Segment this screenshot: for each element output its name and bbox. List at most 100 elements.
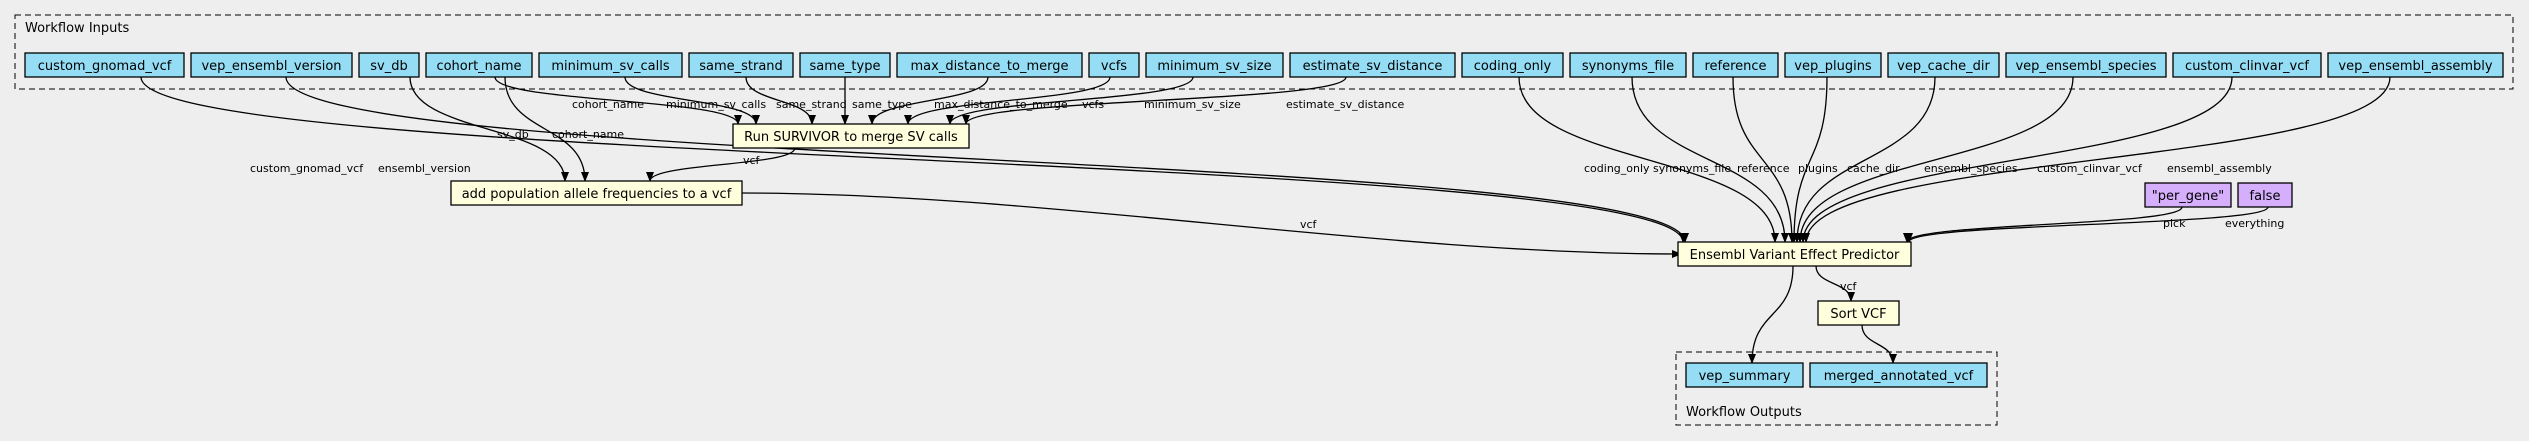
- node-box-add-af: [450, 180, 743, 206]
- node-max-distance-to-merge: max_distance_to_merge: [896, 52, 1083, 78]
- node-sort-vcf: Sort VCF: [1817, 300, 1900, 326]
- node-box-vep: [1677, 241, 1912, 267]
- node-box-vep-ensembl-assembly: [2327, 52, 2504, 78]
- node-box-same-strand: [688, 52, 794, 78]
- node-label-custom-clinvar-vcf: custom_clinvar_vcf: [2185, 59, 2309, 74]
- node-sv-db: sv_db: [358, 52, 420, 78]
- node-label-same-strand: same_strand: [699, 59, 783, 74]
- edge-same_strand-to-survivor: [745, 76, 816, 125]
- node-label-per-gene: "per_gene": [2152, 189, 2225, 204]
- edge-coding_only-to-vep: [1518, 76, 1779, 243]
- edge-minimum_sv_calls-to-survivor: [624, 76, 760, 125]
- workflow-inputs-label: Workflow Inputs: [25, 21, 129, 36]
- node-label-vcfs: vcfs: [1101, 59, 1127, 74]
- edge-vcfs-to-survivor: [904, 76, 1111, 125]
- edge-vep-to-vep_summary: [1748, 265, 1794, 364]
- edge-reference-to-vep: [1732, 76, 1796, 243]
- edge-label-false_const-to-vep: everything: [2225, 217, 2284, 230]
- node-vep-summary: vep_summary: [1685, 362, 1804, 388]
- node-box-vep-summary: [1685, 362, 1804, 388]
- edge-label-vep_ensembl_species-to-vep: ensembl_species: [1924, 162, 2018, 175]
- node-label-vep-cache-dir: vep_cache_dir: [1897, 59, 1990, 74]
- node-custom-clinvar-vcf: custom_clinvar_vcf: [2172, 52, 2322, 78]
- edge-label-cohort_name-to-add_af: cohort_name: [552, 128, 624, 141]
- node-box-vep-ensembl-species: [2005, 52, 2167, 78]
- edge-vep-to-sort_vcf: [1815, 265, 1855, 302]
- node-box-custom-gnomad-vcf: [24, 52, 185, 78]
- edge-add_af-to-vep: [741, 192, 1682, 258]
- edge-label-synonyms_file-to-vep: synonyms_file: [1653, 162, 1731, 175]
- node-estimate-sv-distance: estimate_sv_distance: [1289, 52, 1456, 78]
- edge-label-add_af-to-vep: vcf: [1300, 218, 1318, 231]
- node-label-vep-summary: vep_summary: [1699, 369, 1791, 384]
- node-survivor: Run SURVIVOR to merge SV calls: [732, 123, 970, 149]
- edge-minimum_sv_size-to-survivor: [946, 76, 1194, 125]
- edge-label-per_gene-to-vep: pick: [2163, 217, 2186, 230]
- node-label-vep-plugins: vep_plugins: [1794, 59, 1872, 74]
- node-box-coding-only: [1461, 52, 1564, 78]
- edge-label-same_type-to-survivor: same_type: [852, 98, 912, 111]
- edge-cohort_name-to-add_af: [504, 76, 589, 182]
- edge-vep_ensembl_assembly-to-vep: [1802, 76, 2391, 243]
- edge-label-minimum_sv_size-to-survivor: minimum_sv_size: [1144, 98, 1241, 111]
- edge-label-coding_only-to-vep: coding_only: [1584, 162, 1650, 175]
- edge-label-survivor-to-add_af: vcf: [743, 154, 761, 167]
- node-label-survivor: Run SURVIVOR to merge SV calls: [744, 130, 958, 145]
- node-add-af: add population allele frequencies to a v…: [450, 180, 743, 206]
- node-label-vep-ensembl-species: vep_ensembl_species: [2015, 59, 2156, 74]
- workflow-outputs-cluster: [1675, 351, 1998, 426]
- node-label-vep-ensembl-version: vep_ensembl_version: [201, 59, 341, 74]
- edge-custom_gnomad_vcf-to-vep: [140, 76, 1687, 243]
- edge-max_distance_to_merge-to-survivor: [868, 76, 989, 125]
- node-reference: reference: [1692, 52, 1779, 78]
- node-label-max-distance-to-merge: max_distance_to_merge: [911, 59, 1069, 74]
- node-cohort-name: cohort_name: [425, 52, 533, 78]
- node-box-vep-ensembl-version: [190, 52, 353, 78]
- node-synonyms-file: synonyms_file: [1569, 52, 1687, 78]
- node-label-merged-annotated-vcf: merged_annotated_vcf: [1824, 369, 1974, 384]
- node-label-coding-only: coding_only: [1474, 59, 1552, 74]
- node-vcfs: vcfs: [1088, 52, 1140, 78]
- node-label-false-const: false: [2250, 189, 2281, 204]
- edge-sort_vcf-to-merged_annotated_vcf: [1861, 324, 1897, 364]
- node-minimum-sv-size: minimum_sv_size: [1145, 52, 1284, 78]
- node-box-reference: [1692, 52, 1779, 78]
- edge-vep_plugins-to-vep: [1790, 76, 1828, 243]
- edge-false_const-to-vep: [1905, 206, 2269, 243]
- node-label-cohort-name: cohort_name: [436, 59, 521, 74]
- node-minimum-sv-calls: minimum_sv_calls: [538, 52, 683, 78]
- edge-label-minimum_sv_calls-to-survivor: minimum_sv_calls: [666, 98, 766, 111]
- edge-label-vep-to-sort_vcf: vcf: [1840, 280, 1858, 293]
- edges-layer: cohort_name minimum_sv_calls same_strand sa…: [140, 76, 2391, 364]
- edge-sv_db-to-add_af: [409, 76, 569, 182]
- node-label-sv-db: sv_db: [370, 59, 407, 74]
- node-box-survivor: [732, 123, 970, 149]
- node-box-same-type: [799, 52, 891, 78]
- edge-label-custom_clinvar_vcf-to-vep: custom_clinvar_vcf: [2037, 162, 2143, 175]
- edge-synonyms_file-to-vep: [1631, 76, 1789, 243]
- edge-label-vep_plugins-to-vep: plugins: [1798, 162, 1838, 175]
- node-box-minimum-sv-calls: [538, 52, 683, 78]
- node-per-gene: "per_gene": [2144, 182, 2232, 208]
- node-box-synonyms-file: [1569, 52, 1687, 78]
- edge-estimate_sv_distance-to-survivor: [962, 76, 1347, 125]
- node-label-estimate-sv-distance: estimate_sv_distance: [1303, 59, 1443, 74]
- node-label-add-af: add population allele frequencies to a v…: [462, 187, 732, 202]
- node-label-sort-vcf: Sort VCF: [1830, 307, 1886, 322]
- node-box-cohort-name: [425, 52, 533, 78]
- node-label-minimum-sv-size: minimum_sv_size: [1157, 59, 1271, 74]
- node-box-vep-cache-dir: [1887, 52, 2000, 78]
- node-box-vcfs: [1088, 52, 1140, 78]
- node-box-merged-annotated-vcf: [1809, 362, 1988, 388]
- node-same-strand: same_strand: [688, 52, 794, 78]
- node-box-sort-vcf: [1817, 300, 1900, 326]
- node-label-vep-ensembl-assembly: vep_ensembl_assembly: [2338, 59, 2493, 74]
- node-vep-plugins: vep_plugins: [1784, 52, 1882, 78]
- node-label-vep: Ensembl Variant Effect Predictor: [1690, 248, 1900, 263]
- edge-label-max_distance_to_merge-to-survivor: max_distance_to_merge: [934, 98, 1068, 111]
- node-label-reference: reference: [1704, 59, 1766, 74]
- edge-label-same_strand-to-survivor: same_strand: [776, 98, 847, 111]
- edge-custom_clinvar_vcf-to-vep: [1799, 76, 2233, 243]
- node-box-false-const: [2237, 182, 2293, 208]
